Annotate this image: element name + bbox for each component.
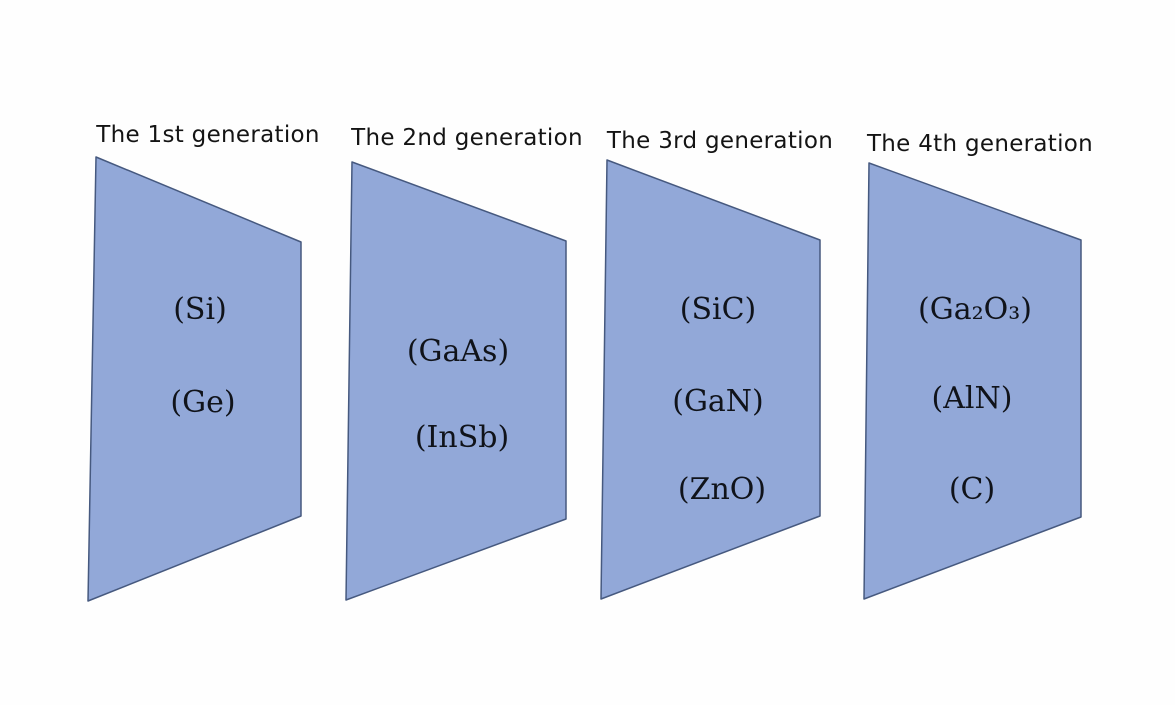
- generation-3-material-0: (SiC): [679, 292, 757, 327]
- generation-3-material-2: (ZnO): [677, 472, 767, 507]
- generation-2-title: The 2nd generation: [351, 125, 583, 151]
- generation-4-material-1: (AlN): [931, 381, 1013, 416]
- generation-2-panel-shape: [345, 161, 567, 601]
- generation-2-material-0: (GaAs): [406, 334, 510, 369]
- generation-4-panel-shape: [863, 162, 1082, 600]
- generation-3-material-1: (GaN): [672, 384, 764, 419]
- generation-3-title: The 3rd generation: [606, 128, 834, 154]
- generation-4-material-0: (Ga₂O₃): [918, 292, 1032, 327]
- generation-1-material-1: (Ge): [170, 385, 236, 420]
- generation-1-material-0: (Si): [173, 292, 227, 327]
- generation-2-material-1: (InSb): [414, 420, 510, 455]
- generation-1-title: The 1st generation: [96, 122, 320, 148]
- generation-4-title: The 4th generation: [866, 131, 1094, 157]
- generation-3-panel-shape: [600, 159, 821, 600]
- generation-1-panel-shape: [87, 156, 302, 602]
- generation-4-material-2: (C): [948, 472, 996, 507]
